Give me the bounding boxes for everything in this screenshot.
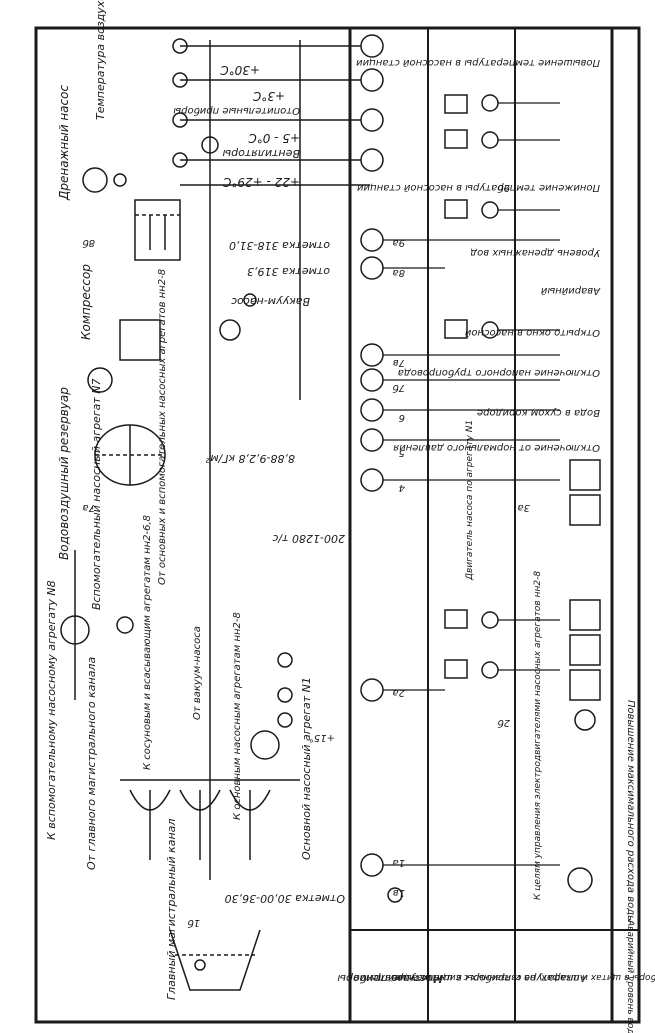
label-main-canal: Главный магистральный канал: [165, 819, 178, 1000]
receiver-tank: [94, 424, 166, 486]
right-label-3: Уровень дренажных вод: [470, 247, 600, 258]
right-label-4: Аварийный: [540, 285, 601, 296]
outer-frame: [34, 26, 641, 1024]
label-compressor: Компрессор: [79, 264, 93, 340]
mark-elev-3193: отметка 319,3: [247, 265, 330, 278]
code-2a: 2а: [393, 687, 406, 698]
label-temp: Температура воздуха в насосной станции: [94, 0, 107, 120]
right-label-14: Двигатель насоса по агрегату N1: [465, 420, 475, 581]
mark-elev-300: Отметка 30,00-36,30: [225, 892, 345, 905]
code-3a: 3а: [518, 502, 531, 513]
right-label-9: Отключение от нормального давления: [393, 442, 600, 453]
code-7b: 7б: [392, 382, 405, 394]
label-to-aux: К вспомогательному насосному агрегату N8: [45, 580, 58, 840]
label-from-main: От основных и вспомогательных насосных а…: [157, 269, 168, 585]
code-1b: 1б: [187, 917, 200, 929]
mark-plus15: +15°: [309, 732, 335, 743]
mark-fans: Вентиляторы: [222, 147, 300, 160]
column-header-local: Местные приборы: [337, 972, 443, 985]
right-label-2: Понижение температуры в насосной станции: [356, 182, 600, 193]
code-1a: 1а: [393, 857, 406, 868]
column-header-remote: Аппаратура и приборы в щитах и шкафах, н…: [388, 972, 655, 982]
column-header-panel: Аппаратура и приборы в щитах управления: [353, 972, 587, 984]
label-to-collector: К сосуновым и всасывающим агрегатам нн2-…: [142, 515, 153, 770]
mark-plus5-0: +5 - 0°C: [248, 131, 300, 145]
instrument-codes: 1а 1б 1в 2а 2б 3а 4 5 6 7а 7б 7в 8а 8б 9…: [82, 182, 530, 929]
right-label-10: Повышение максимального расхода воды: [625, 700, 636, 923]
label-vacuum: Вакуум-насос: [231, 295, 310, 308]
main-canal: [169, 929, 261, 991]
main-aggregate-n1: [120, 652, 300, 860]
code-9b: 9б: [497, 182, 510, 194]
pump-aggregate-7: [60, 550, 134, 700]
code-8b: 8б: [82, 237, 95, 249]
code-8a: 8а: [393, 267, 406, 278]
remote-devices: [567, 459, 601, 893]
mark-pressure-1: 200-1280 т/с: [272, 532, 345, 545]
label-from-main-canal: От главного магистрального канала: [85, 657, 98, 870]
right-label-6: Открыто окно в насосной: [464, 327, 600, 338]
label-main-aggregate: Основной насосный агрегат N1: [300, 677, 313, 860]
code-6: 6: [399, 412, 405, 423]
drain-tank: [82, 167, 181, 261]
code-9a: 9а: [393, 237, 406, 248]
panel-mp-boxes: [444, 94, 499, 679]
label-drain-pump: Дренажный насос: [57, 85, 71, 201]
local-instruments: [360, 34, 403, 903]
mark-plus30: +30°C: [220, 63, 260, 77]
label-aux-pump: Вспомогательный насосный агрегат N7: [90, 379, 103, 610]
label-from-vacuum: От вакуум-насоса: [192, 626, 203, 720]
compressor: [87, 293, 257, 393]
signal-lines: [383, 102, 560, 866]
code-4: 4: [399, 482, 405, 493]
label-receiver: Водовоздушный резервуар: [57, 387, 71, 560]
code-7v: 7в: [393, 357, 405, 368]
code-7a: 7а: [83, 502, 96, 513]
label-to-main-pumps: К основным насосным агрегатам нн2-8: [232, 612, 243, 820]
right-label-1: Повышение температуры в насосной станции: [356, 57, 600, 68]
right-label-11: Аварийный уровень воды: [625, 919, 635, 1033]
code-5: 5: [399, 447, 405, 458]
code-2b: 2б: [497, 717, 510, 729]
mark-elev-318: отметка 318-31,0: [229, 239, 330, 252]
mark-pressure-2: 8,88-9,2,8 кГ/м²: [205, 452, 295, 465]
mark-heater: Отопительные приборы: [173, 105, 300, 117]
mark-plus3: +3°C: [252, 89, 285, 103]
right-label-8: Вода в сухом коридоре: [477, 407, 600, 418]
mark-plus22-29: +22 - +29°C: [222, 175, 300, 189]
code-1v: 1в: [393, 887, 405, 898]
right-label-12: К целям управления электродвигателями на…: [533, 571, 543, 900]
right-label-7: Отключение напорного трубопровода: [398, 367, 600, 379]
temperature-sensors: [172, 38, 370, 186]
